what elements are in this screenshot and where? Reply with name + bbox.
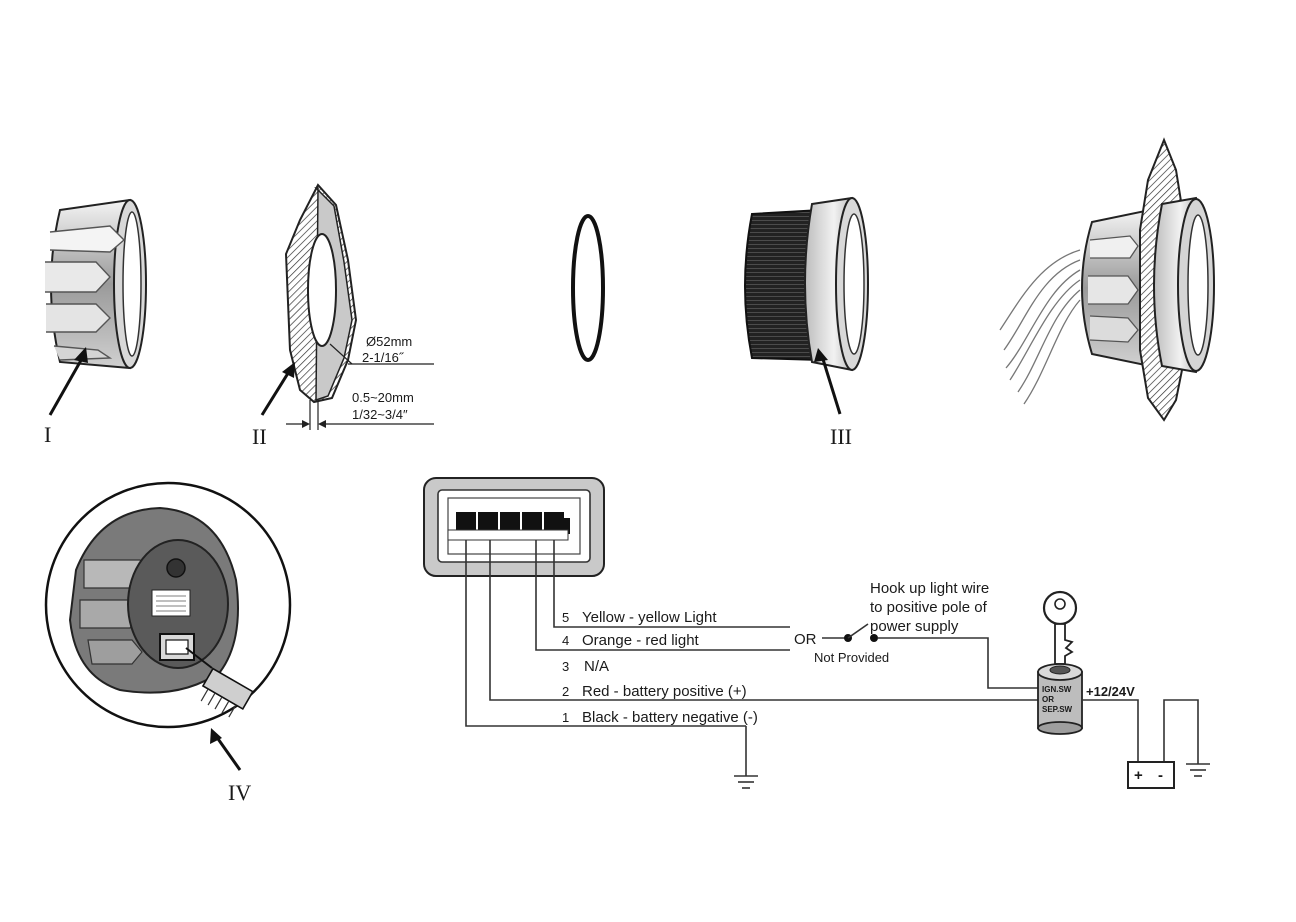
- dim-hole-in: 2-1/16˝: [362, 350, 405, 365]
- arrow-4-icon: [214, 735, 242, 771]
- wire-4-label: Orange - red light: [582, 632, 700, 649]
- battery-plus: +: [1134, 767, 1143, 784]
- battery-icon: + -: [1127, 761, 1175, 789]
- part-label-3: III: [830, 424, 852, 449]
- battery-minus: -: [1158, 767, 1163, 784]
- key-icon: [1042, 590, 1078, 665]
- switch-or-label: OR: [794, 631, 817, 648]
- wire-1-label: Black - battery negative (-): [582, 709, 758, 726]
- wire-3-number: 3: [562, 659, 569, 674]
- rear-view-part-4: [44, 481, 292, 729]
- bezel-part-1: [45, 198, 147, 370]
- panel-bracket-part-2: [284, 183, 358, 404]
- dimension-callouts: Ø52mm 2-1/16˝ 0.5~20mm 1/32~3/4″: [286, 334, 434, 430]
- note-line-3: power supply: [870, 618, 959, 635]
- dim-panel-in: 1/32~3/4″: [352, 407, 408, 422]
- ignition-line-3: SEP.SW: [1042, 705, 1073, 714]
- o-ring: [571, 214, 605, 362]
- arrow-3-icon: [820, 355, 842, 415]
- ignition-switch: IGN.SW OR SEP.SW: [1037, 663, 1083, 735]
- wire-lines: [465, 540, 1040, 789]
- ignition-line-2: OR: [1042, 695, 1054, 704]
- arrow-1-icon: [48, 354, 86, 416]
- arrow-2-icon: [260, 369, 292, 416]
- arrow-2-head-icon: [282, 362, 295, 378]
- wire-5-number: 5: [562, 610, 569, 625]
- part-label-1: I: [44, 422, 51, 447]
- arrow-1-head-icon: [74, 347, 88, 363]
- hookup-note: Hook up light wire to positive pole of p…: [870, 580, 989, 635]
- wire-5-label: Yellow - yellow Light: [582, 609, 717, 626]
- wire-1-number: 1: [562, 710, 569, 725]
- assembled-gauge: [999, 137, 1215, 422]
- arrow-3-head-icon: [814, 348, 828, 362]
- ignition-line-1: IGN.SW: [1042, 685, 1072, 694]
- wire-labels: 5 Yellow - yellow Light 4 Orange - red l…: [562, 609, 758, 726]
- power-wiring: +12/24V: [1082, 684, 1210, 777]
- note-line-1: Hook up light wire: [870, 580, 989, 597]
- note-line-2: to positive pole of: [870, 599, 988, 616]
- part-label-2: II: [252, 424, 267, 449]
- arrow-4-head-icon: [210, 728, 222, 744]
- wire-4-number: 4: [562, 633, 569, 648]
- dim-panel-mm: 0.5~20mm: [352, 390, 414, 405]
- light-switch: OR Not Provided: [794, 623, 1040, 689]
- threaded-nut-part-3: [744, 196, 869, 372]
- wire-3-label: N/A: [584, 658, 609, 675]
- wire-connector: [423, 477, 605, 577]
- part-label-4: IV: [228, 780, 251, 805]
- dim-hole-mm: Ø52mm: [366, 334, 412, 349]
- voltage-label: +12/24V: [1086, 684, 1135, 699]
- switch-not-provided: Not Provided: [814, 650, 889, 665]
- wire-2-label: Red - battery positive (+): [582, 683, 747, 700]
- wire-2-number: 2: [562, 684, 569, 699]
